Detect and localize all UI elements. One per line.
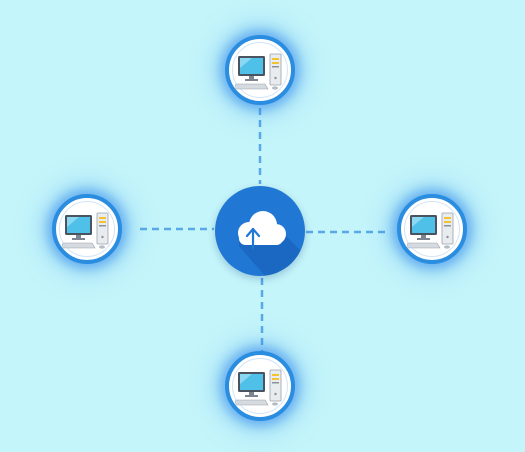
desktop-computer-icon — [235, 53, 282, 90]
cloud-hub — [215, 186, 305, 276]
desktop-computer-icon — [62, 212, 109, 249]
computer-node-right — [397, 194, 467, 264]
computer-node-top — [225, 35, 295, 105]
computer-node-left — [52, 194, 122, 264]
computer-node-bottom — [225, 351, 295, 421]
cloud-upload-icon — [238, 211, 305, 276]
desktop-computer-icon — [235, 369, 282, 406]
desktop-computer-icon — [407, 212, 454, 249]
